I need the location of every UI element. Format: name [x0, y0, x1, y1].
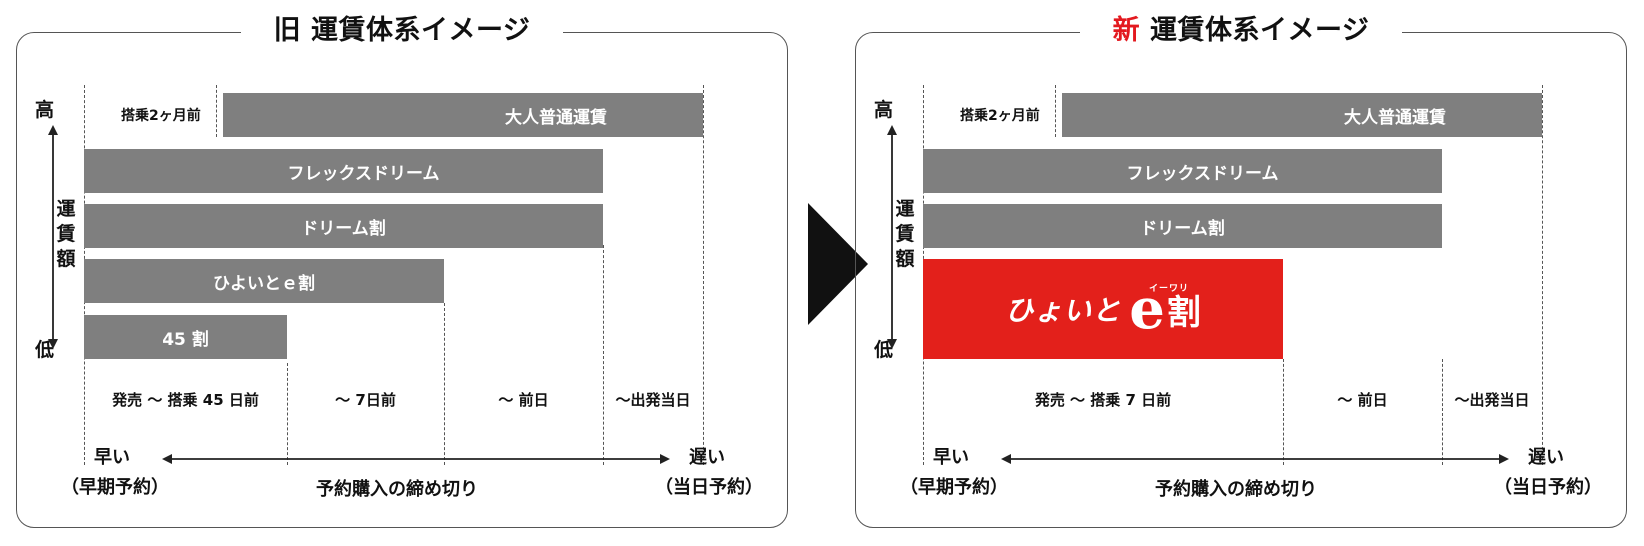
fare-bar-45-wari: 45 割	[84, 315, 287, 359]
guide-line	[1442, 359, 1443, 465]
x-axis-early: 早い	[94, 447, 130, 468]
x-axis-late-sub: （当日予約）	[1494, 477, 1602, 498]
fare-bar-hyoito-ewari-brand: イーワリ ひょいと e 割	[923, 259, 1283, 359]
y-axis-label: 運賃額	[895, 198, 915, 270]
x-axis-late: 遅い	[1528, 447, 1564, 468]
vertical-double-arrow-icon	[887, 125, 897, 349]
guide-line	[1283, 359, 1284, 465]
vertical-double-arrow-icon	[48, 125, 58, 349]
horizontal-double-arrow-icon	[162, 454, 670, 464]
brand-wari: 割	[1166, 292, 1201, 333]
x-tick: 発売 〜 搭乗 45 日前	[112, 391, 259, 409]
x-tick: 発売 〜 搭乗 7 日前	[1034, 391, 1172, 409]
advance-label: 搭乗2ヶ月前	[960, 108, 1040, 124]
guide-line	[703, 85, 704, 465]
x-tick: 〜 前日	[498, 391, 549, 409]
guide-line	[1542, 85, 1543, 465]
brand-ruby: イーワリ	[1149, 284, 1190, 294]
y-axis-high: 高	[35, 99, 55, 121]
x-axis-label: 予約購入の締め切り	[1155, 479, 1317, 500]
new-title-rest: 運賃体系イメージ	[1140, 15, 1370, 46]
x-tick: 〜出発当日	[615, 391, 691, 409]
brand-e: e	[1129, 276, 1165, 342]
y-axis-label: 運賃額	[56, 198, 76, 270]
x-axis-late-sub: （当日予約）	[655, 477, 763, 498]
y-axis-low: 低	[35, 339, 55, 361]
advance-label: 搭乗2ヶ月前	[121, 108, 201, 124]
x-axis-early-sub: （早期予約）	[61, 477, 169, 498]
fare-bar-hyoito-ewari: ひよいとｅ割	[84, 259, 444, 303]
fare-bar-dream-wari: ドリーム割	[84, 204, 603, 248]
x-tick: 〜出発当日	[1454, 391, 1530, 409]
fare-bar-adult-regular: 大人普通運賃	[1062, 93, 1542, 137]
fare-bar-flex-dream: フレックスドリーム	[84, 149, 603, 193]
new-fare-panel: 新 運賃体系イメージ 高 運賃額 低 搭乗2ヶ月前 大人普通運賃 フレックスドリ…	[855, 9, 1627, 528]
hyoito-ewari-logo: イーワリ ひょいと e 割	[923, 259, 1283, 359]
guide-line	[216, 85, 217, 137]
x-axis-label: 予約購入の締め切り	[316, 479, 478, 500]
y-axis-high: 高	[874, 99, 894, 121]
new-title-accent: 新	[1112, 15, 1141, 46]
horizontal-double-arrow-icon	[1001, 454, 1509, 464]
x-tick: 〜 7日前	[335, 391, 396, 409]
guide-line	[1055, 85, 1056, 137]
x-axis-early: 早い	[933, 447, 969, 468]
new-panel-title: 新 運賃体系イメージ	[1080, 9, 1402, 53]
x-axis-late: 遅い	[689, 447, 725, 468]
fare-bar-adult-regular: 大人普通運賃	[223, 93, 703, 137]
y-axis-low: 低	[874, 339, 894, 361]
old-fare-panel: 旧 運賃体系イメージ 高 運賃額 低 搭乗2ヶ月前 大人普通運賃 フレックスドリ…	[16, 9, 788, 528]
brand-script: ひょいと	[1005, 294, 1122, 327]
x-axis-early-sub: （早期予約）	[900, 477, 1008, 498]
transition-arrow-icon	[808, 203, 868, 325]
fare-bar-dream-wari: ドリーム割	[923, 204, 1442, 248]
x-tick: 〜 前日	[1337, 391, 1388, 409]
guide-line	[287, 363, 288, 465]
old-panel-title: 旧 運賃体系イメージ	[241, 9, 563, 53]
guide-line	[444, 303, 445, 465]
fare-bar-flex-dream: フレックスドリーム	[923, 149, 1442, 193]
guide-line	[603, 245, 604, 465]
